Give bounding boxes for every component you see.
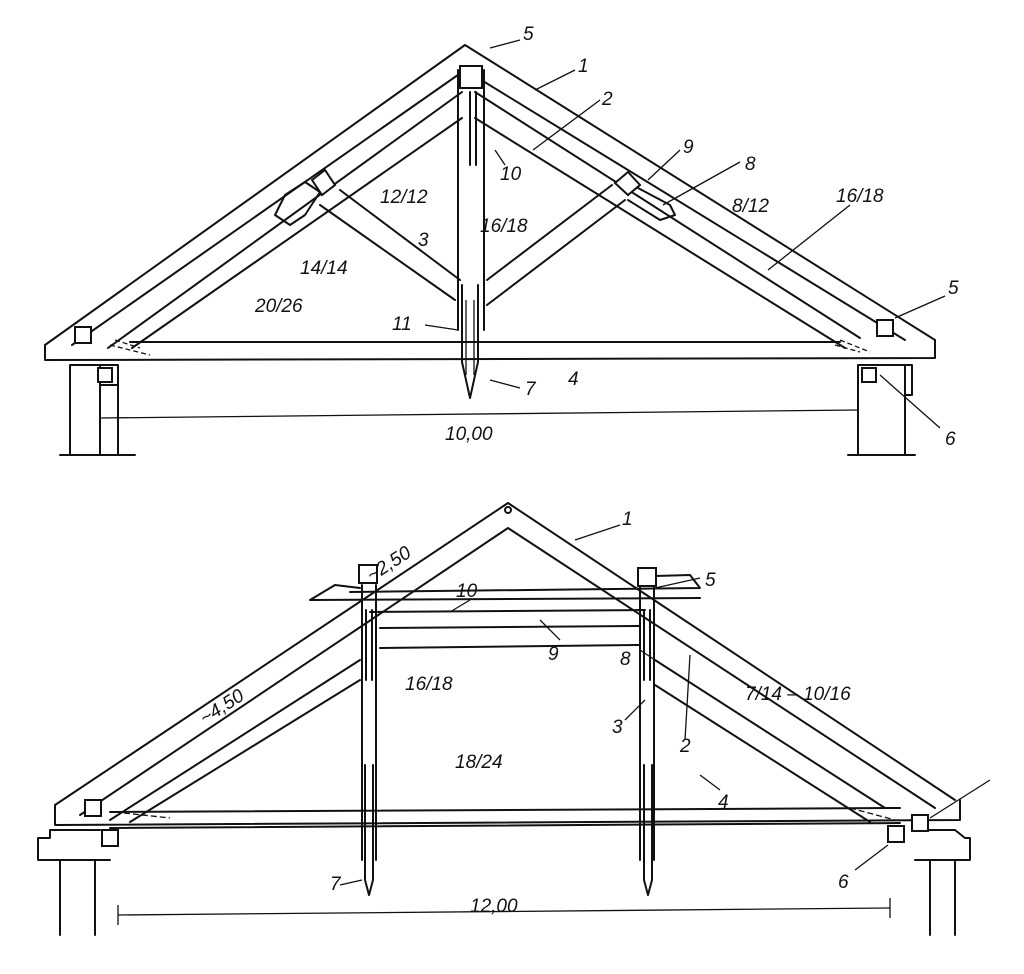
top-left-principal [107,91,463,349]
top-right-eave-purlin [876,319,894,337]
bottom-tie-beam [109,807,901,829]
top-callout-11: 11 [392,314,412,335]
bottom-callout-10: 10 [456,581,478,602]
bottom-collar-beam [309,574,701,613]
bottom-rafter-outer [54,502,956,806]
top-tie-beam-outline [44,339,936,361]
top-right-principal [474,91,861,349]
top-span-label: 10,00 [445,424,493,445]
bottom-callout-9: 9 [548,644,559,665]
bottom-left-wall-plate [101,829,119,847]
bottom-callout-3: 3 [612,717,623,738]
top-callout-10: 10 [500,164,522,185]
bottom-rafter-inner [79,527,936,816]
top-callout-2: 2 [601,89,613,110]
top-section-12-12: 12/12 [380,187,428,208]
bottom-callout-7: 7 [330,874,342,895]
top-left-wall-plate [97,367,113,383]
top-section-16-18-rafter: 16/18 [836,186,884,207]
top-left-eave-purlin [74,326,92,344]
bottom-callout-8: 8 [620,649,631,670]
top-right-wall-plate [861,367,877,383]
top-callout-1: 1 [578,56,589,77]
top-callout-8: 8 [745,154,756,175]
bottom-straining-beam [379,625,641,649]
bottom-span-line [117,907,891,916]
bottom-post-bolts [364,764,653,896]
bottom-section-7-14-10-16: 7/14 – 10/16 [745,684,851,705]
bottom-span-label: 12,00 [470,896,518,917]
top-callout-9: 9 [683,137,694,158]
top-leader-lines [424,39,946,429]
top-section-20-26: 20/26 [254,296,303,317]
bottom-callout-4: 4 [718,792,729,813]
bottom-right-principal [654,659,886,823]
top-left-strut [319,189,461,301]
top-truss: 10,00 5 1 2 10 9 8 3 4 5 6 7 11 12/12 16… [44,24,959,456]
top-span-line [99,409,859,419]
top-callout-7: 7 [525,379,537,400]
bottom-right-wall [914,829,971,936]
bottom-right-purlin [637,567,657,587]
bottom-truss: 12,00 1 5 10 9 8 3 2 4 7 6 16/18 18/24 7… [37,502,991,936]
top-right-strut [486,184,626,306]
top-rafter-outer [44,44,936,346]
bottom-length-lower: ~4,50 [196,685,248,729]
bottom-callout-2: 2 [679,736,691,757]
top-section-16-18-post: 16/18 [480,216,528,237]
bottom-left-principal [109,659,361,823]
top-king-post-strap [469,91,477,166]
bottom-tie-beam-outline [54,799,961,826]
top-callout-4: 4 [568,369,579,390]
bottom-callout-5: 5 [705,570,716,591]
top-king-post-bolt [461,284,479,399]
bottom-right-queen-post [639,584,655,861]
bottom-left-eave-purlin [84,799,102,817]
bottom-left-queen-post [361,584,377,861]
top-section-8-12: 8/12 [732,196,769,217]
bottom-length-upper: ~2,50 [363,542,415,586]
bottom-ridge-bolt [504,506,512,514]
bottom-left-wall [37,829,111,936]
bottom-callout-6: 6 [838,872,849,893]
top-callout-5a: 5 [523,24,534,45]
bottom-leader-lines [339,524,991,886]
bottom-right-eave-purlin [911,814,929,832]
top-callout-3: 3 [418,230,429,251]
top-callout-6: 6 [945,429,956,450]
top-ridge-purlin [459,65,483,89]
top-right-purlin [613,170,676,221]
bottom-section-18-24: 18/24 [455,752,503,773]
bottom-section-16-18: 16/18 [405,674,453,695]
top-section-14-14: 14/14 [300,258,348,279]
top-callout-5b: 5 [948,278,959,299]
bottom-callout-1: 1 [622,509,633,530]
bottom-left-purlin [358,564,378,584]
top-left-purlin [274,168,337,226]
top-king-post [457,69,485,331]
bottom-right-wall-plate [887,825,905,843]
